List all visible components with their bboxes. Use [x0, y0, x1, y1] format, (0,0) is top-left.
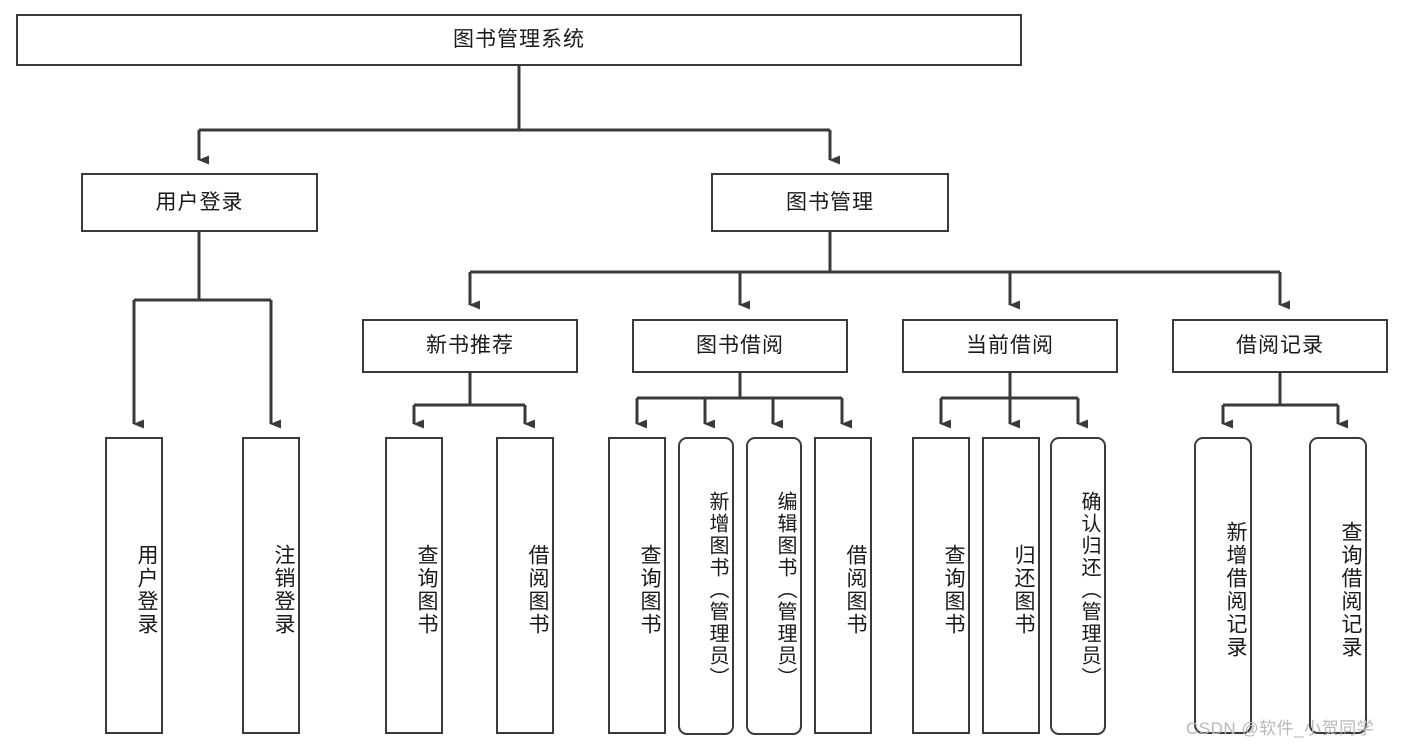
- leaf-logout[interactable]: 注销登录: [242, 437, 300, 734]
- leaf-query-book-current[interactable]: 查询图书: [912, 437, 970, 734]
- node-user-login[interactable]: 用户登录: [81, 173, 318, 232]
- leaf-edit-book-admin[interactable]: 编辑图书（管理员）: [746, 437, 802, 735]
- node-book-management[interactable]: 图书管理: [711, 173, 949, 232]
- leaf-borrow-book-recommend[interactable]: 借阅图书: [496, 437, 554, 734]
- csdn-watermark: CSDN @软件_小贺同学: [1186, 719, 1375, 738]
- leaf-confirm-return-admin[interactable]: 确认归还（管理员）: [1050, 437, 1106, 735]
- leaf-user-login[interactable]: 用户登录: [105, 437, 163, 734]
- leaf-return-book[interactable]: 归还图书: [982, 437, 1040, 734]
- node-new-book-recommend[interactable]: 新书推荐: [362, 319, 578, 373]
- leaf-add-borrow-record[interactable]: 新增借阅记录: [1194, 437, 1252, 734]
- node-borrow-record[interactable]: 借阅记录: [1172, 319, 1388, 373]
- node-current-borrow[interactable]: 当前借阅: [902, 319, 1118, 373]
- leaf-add-book-admin[interactable]: 新增图书（管理员）: [678, 437, 734, 735]
- leaf-query-book-borrow[interactable]: 查询图书: [608, 437, 666, 734]
- node-root[interactable]: 图书管理系统: [16, 14, 1022, 66]
- leaf-borrow-book[interactable]: 借阅图书: [814, 437, 872, 734]
- leaf-query-book-recommend[interactable]: 查询图书: [385, 437, 443, 734]
- node-book-borrow[interactable]: 图书借阅: [632, 319, 848, 373]
- leaf-query-borrow-record[interactable]: 查询借阅记录: [1309, 437, 1367, 734]
